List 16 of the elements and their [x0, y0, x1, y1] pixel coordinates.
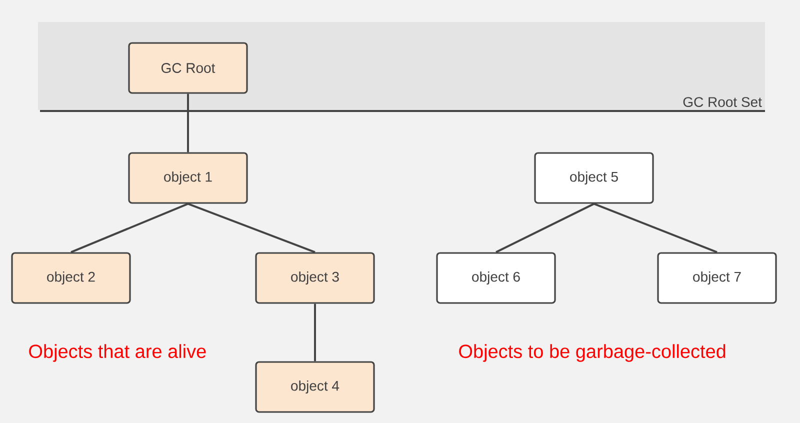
object-box: object 5: [534, 152, 654, 204]
object-box: object 7: [657, 252, 777, 304]
connector-line: [70, 202, 188, 254]
object-box: object 1: [128, 152, 248, 204]
caption-text: Objects that are alive: [29, 344, 206, 362]
connector-line: [496, 202, 594, 254]
connector-line: [314, 304, 316, 362]
connector-line: [594, 202, 718, 254]
object-box: GC Root: [128, 42, 248, 94]
object-box: object 4: [255, 361, 375, 413]
object-box: object 2: [11, 252, 131, 304]
connector-line: [188, 202, 316, 254]
connector-line: [187, 94, 189, 152]
object-box: object 3: [255, 252, 375, 304]
object-box: object 6: [436, 252, 556, 304]
caption-text: Objects to be garbage-collected: [459, 344, 726, 362]
